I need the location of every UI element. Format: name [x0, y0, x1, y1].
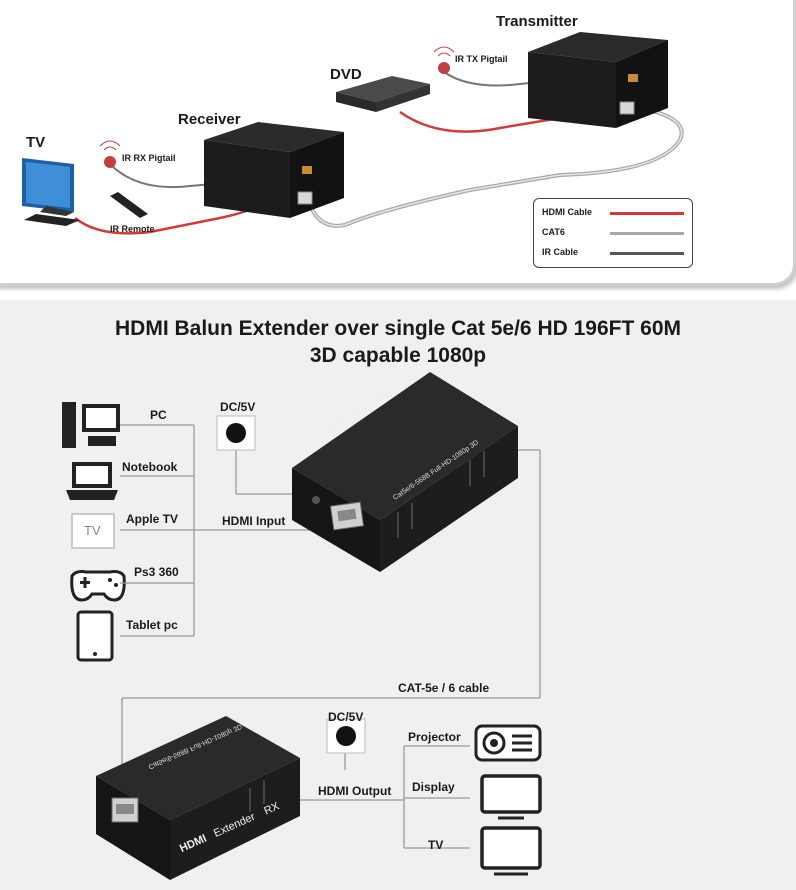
ir-rx-pigtail-label: IR RX Pigtail	[122, 153, 176, 163]
dc-rx-label: DC/5V	[328, 710, 363, 724]
transmitter-box	[528, 32, 668, 128]
ir-remote-device	[110, 192, 148, 218]
gamepad-icon	[72, 572, 125, 601]
ir-tx-pigtail-label: IR TX Pigtail	[455, 54, 508, 64]
hdmi-input-label: HDMI Input	[222, 514, 285, 528]
receiver-label: Receiver	[178, 111, 241, 128]
page-title-line2: 3D capable 1080p	[0, 342, 796, 369]
dc-socket-rx	[327, 719, 365, 753]
ir-tx-sensor	[438, 62, 450, 74]
dvd-label: DVD	[330, 66, 362, 83]
transmitter-label: Transmitter	[496, 13, 578, 30]
tv-set	[22, 158, 80, 226]
legend-swatch-hdmi	[610, 212, 684, 215]
ir-rx-sensor	[104, 156, 116, 168]
tx-extender-device	[292, 372, 518, 572]
receiver-box	[204, 122, 344, 218]
legend-label-hdmi: HDMI Cable	[542, 207, 592, 217]
cable-legend: HDMI Cable CAT6 IR Cable	[533, 198, 693, 268]
page-title-line1: HDMI Balun Extender over single Cat 5e/6…	[0, 315, 796, 342]
ir-remote-label: IR Remote	[110, 224, 155, 234]
output-label-tv: TV	[428, 838, 443, 852]
pc-icon	[62, 402, 120, 448]
tv-output-icon	[482, 828, 540, 874]
legend-label-ir: IR Cable	[542, 247, 578, 257]
projector-icon	[476, 726, 540, 760]
dc-socket-tx	[217, 416, 255, 450]
output-label-projector: Projector	[408, 730, 461, 744]
source-label-apple-tv: Apple TV	[126, 512, 178, 526]
display-icon	[482, 776, 540, 818]
dc-tx-label: DC/5V	[220, 400, 255, 414]
source-label-tablet: Tablet pc	[126, 618, 178, 632]
tablet-icon	[78, 612, 112, 660]
notebook-icon	[66, 462, 118, 500]
output-label-display: Display	[412, 780, 455, 794]
legend-swatch-cat6	[610, 232, 684, 235]
hdmi-output-label: HDMI Output	[318, 784, 391, 798]
legend-swatch-ir	[610, 252, 684, 255]
source-label-notebook: Notebook	[122, 460, 177, 474]
cable-label: CAT-5e / 6 cable	[398, 681, 489, 695]
legend-label-cat6: CAT6	[542, 227, 565, 237]
apple-tv-icon-text: TV	[84, 523, 101, 538]
source-label-ps3: Ps3 360	[134, 565, 179, 579]
tv-label: TV	[26, 134, 45, 151]
source-label-pc: PC	[150, 408, 167, 422]
